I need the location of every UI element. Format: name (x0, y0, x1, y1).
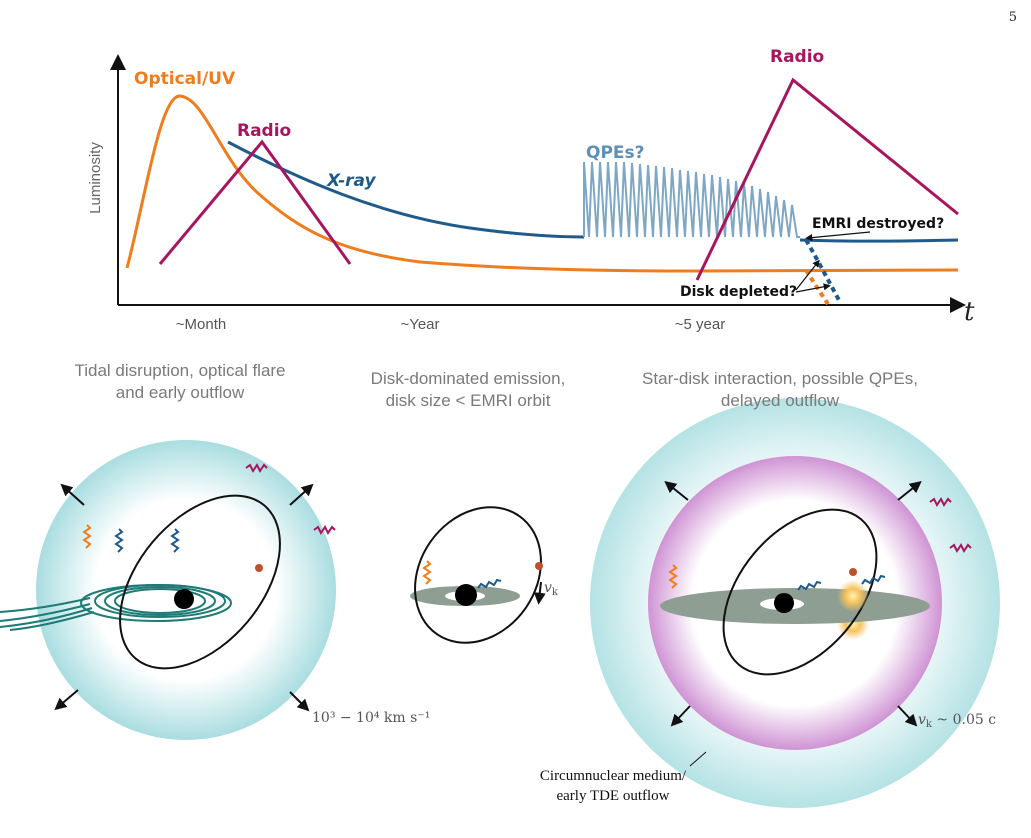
xray-depletion-dashed (804, 238, 842, 303)
radio-late-curve (695, 77, 959, 281)
xray-photon-3b (861, 574, 886, 585)
stage-3-caption: Star-disk interaction, possible QPEs, de… (610, 368, 950, 412)
vk-speed-label: vk ~ 0.05 c (918, 712, 996, 730)
outflow-arrow-3a (664, 481, 689, 501)
stage-2-caption: Disk-dominated emission, disk size < EMR… (338, 368, 598, 412)
xray-photon-2 (477, 578, 502, 589)
medium-pointer (689, 751, 707, 767)
qpe-bursts (583, 161, 800, 238)
stage-1-diagram: 10³ − 10⁴ km s⁻¹ (0, 440, 430, 740)
star-1 (255, 564, 263, 572)
tidal-stream (0, 584, 232, 631)
optical-depletion-dashed (804, 268, 830, 306)
xray-photon-1b (170, 528, 180, 553)
tick-5year: ~5 year (675, 316, 725, 333)
medium-label-line1: Circumnuclear medium/ (540, 768, 687, 784)
x-axis-symbol: t (964, 297, 975, 327)
stage-1-caption: Tidal disruption, optical flare and earl… (30, 360, 330, 404)
optical-photon-2 (422, 560, 432, 585)
star-3 (849, 568, 857, 576)
label-radio-early: Radio (237, 121, 291, 141)
stage-2-caption-line1: Disk-dominated emission, (370, 369, 566, 388)
tick-year: ~Year (400, 316, 439, 333)
star-glow-upper (837, 580, 869, 612)
outflow-arrow-3c (670, 705, 691, 727)
outflow-arrow-3d (897, 705, 918, 727)
black-hole-2 (455, 584, 477, 606)
black-hole-3 (774, 593, 794, 613)
emri-pointer (805, 231, 871, 242)
stage-3-diagram: vk ~ 0.05 c (590, 398, 1000, 808)
radio-photon-3a (929, 497, 952, 507)
optical-photon-1 (82, 524, 92, 549)
radio-photon-1a (245, 463, 268, 473)
light-curve-plot: Luminosity t ~Month ~Year ~5 year Optica… (87, 47, 975, 333)
emri-orbit-2 (414, 506, 542, 644)
label-disk-depleted: Disk depleted? (680, 284, 797, 300)
label-optical-uv: Optical/UV (134, 69, 236, 89)
outflow-arrow-1c (54, 689, 79, 711)
stage-2-caption-line2: disk size < EMRI orbit (385, 391, 551, 410)
page-number: 5 (1008, 10, 1017, 25)
y-axis-label: Luminosity (87, 142, 104, 214)
optical-photon-3 (668, 564, 678, 589)
stage-2-diagram: vk (410, 506, 559, 644)
xray-late-curve (799, 238, 959, 243)
xray-photon-3a (797, 580, 822, 591)
star-2 (535, 562, 543, 570)
stage-3-caption-line1: Star-disk interaction, possible QPEs, (642, 369, 918, 388)
outflow-arrow-3b (897, 481, 922, 501)
disk-pointer-1 (795, 259, 820, 291)
medium-label-line2: early TDE outflow (556, 788, 669, 804)
stage-3-caption-line2: delayed outflow (720, 391, 840, 410)
velocity-arrow-2 (533, 581, 546, 605)
label-emri-destroyed: EMRI destroyed? (812, 216, 944, 232)
tick-month: ~Month (176, 316, 226, 333)
stage-1-caption-line1: Tidal disruption, optical flare (74, 361, 286, 380)
radio-photon-1b (313, 525, 336, 535)
disk-pointer-2 (795, 283, 831, 293)
outflow-arrow-1a (60, 483, 85, 506)
vk-label: vk (544, 580, 559, 598)
stage-1-caption-line2: and early outflow (115, 383, 245, 402)
optical-uv-curve (125, 94, 959, 273)
emri-orbit-1 (119, 494, 281, 670)
xray-photon-1a (114, 528, 124, 553)
label-xray: X-ray (326, 171, 376, 191)
radio-early-curve (158, 139, 352, 265)
emri-orbit-3 (722, 508, 878, 676)
xray-curve (227, 140, 585, 239)
outflow-arrow-1d (289, 691, 310, 712)
label-qpes: QPEs? (586, 143, 645, 163)
outflow-speed-label: 10³ − 10⁴ km s⁻¹ (312, 710, 430, 726)
radio-photon-3b (949, 543, 972, 553)
outflow-arrow-1b (289, 483, 314, 506)
label-radio-late: Radio (770, 47, 824, 67)
black-hole-1 (174, 589, 194, 609)
